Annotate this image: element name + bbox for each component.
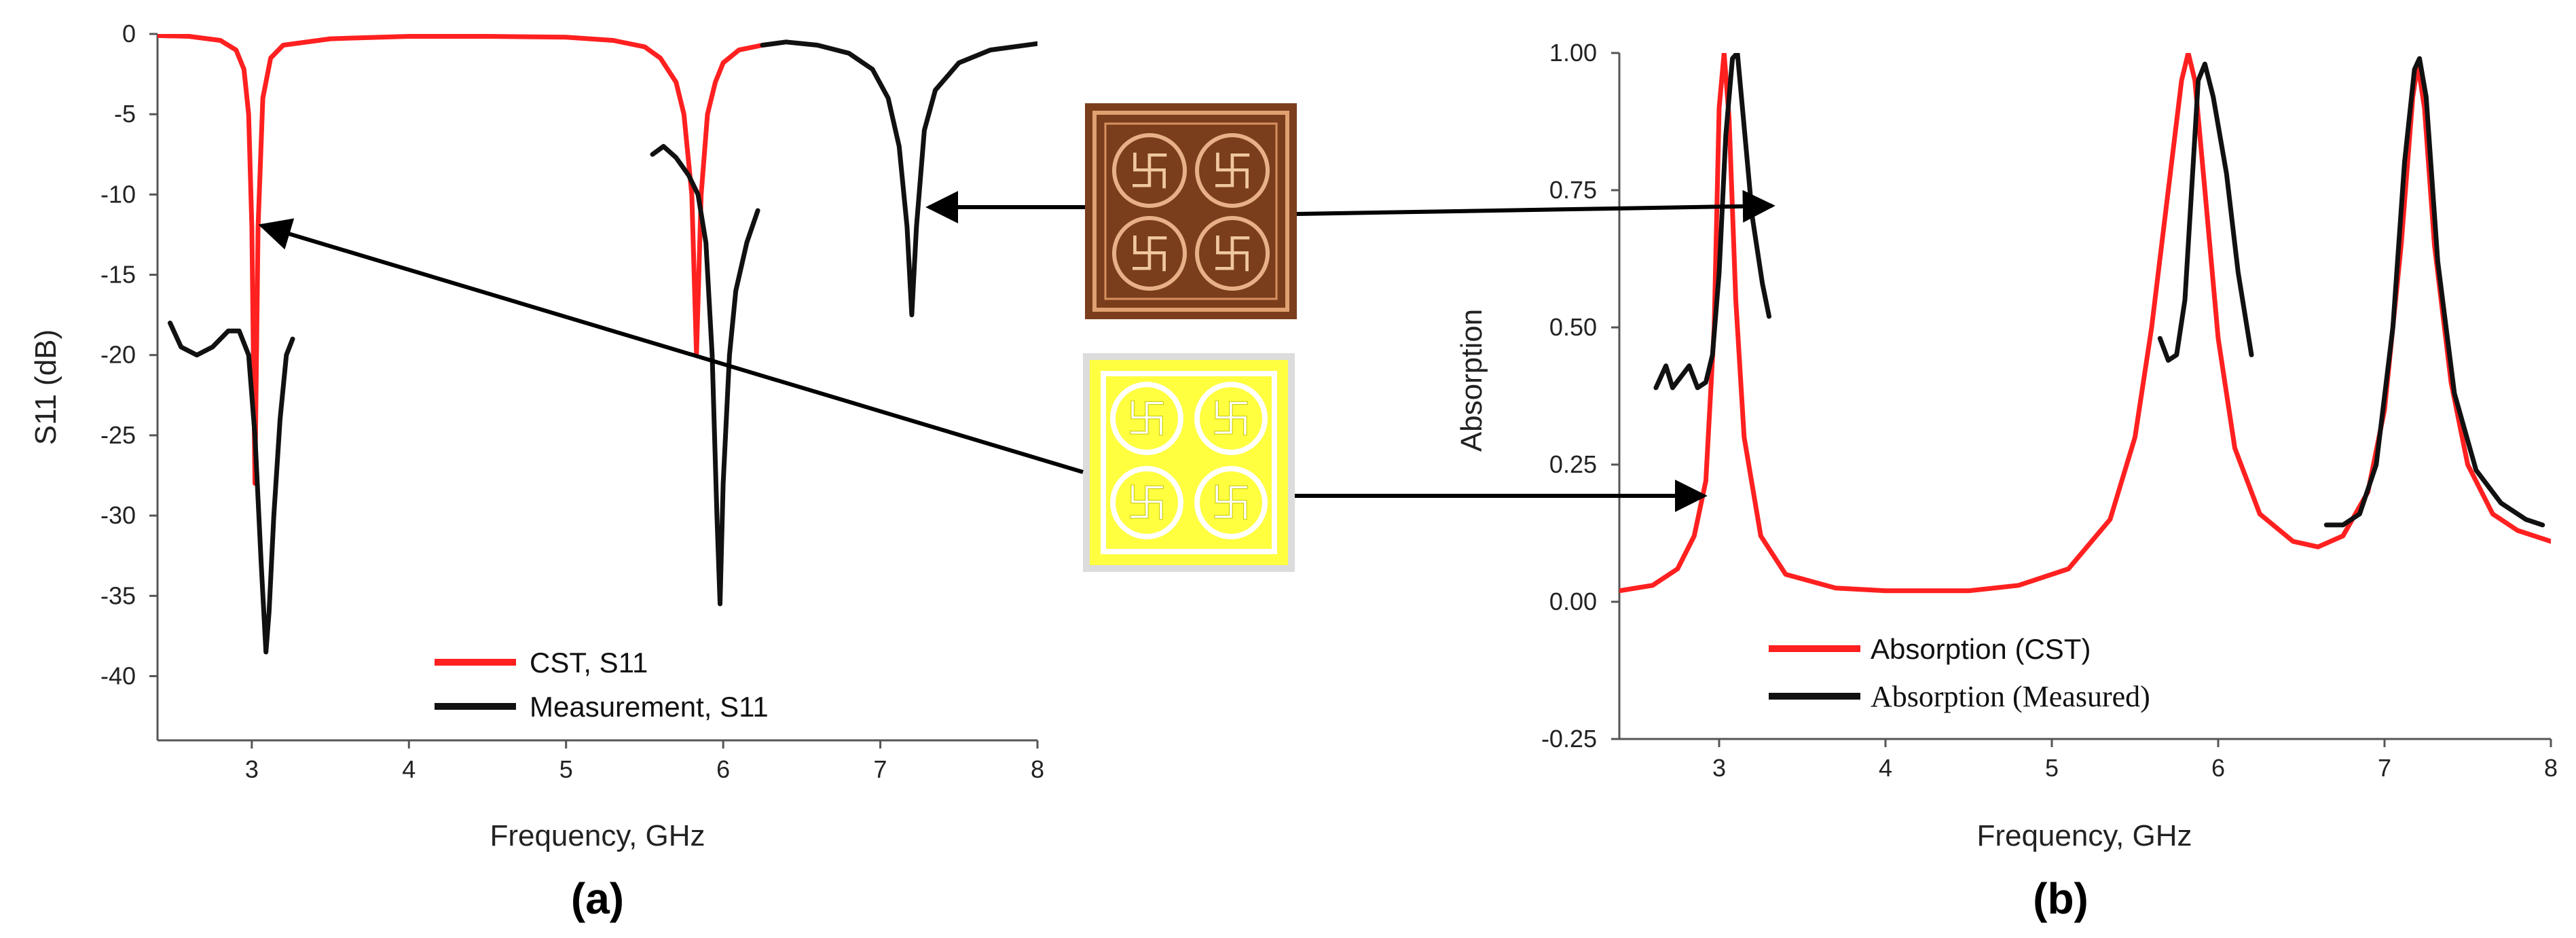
legend-label-absorption-cst: Absorption (CST): [1871, 633, 2091, 665]
s11-y-tick-label: -20: [100, 341, 136, 369]
svg-text:卐: 卐: [1126, 396, 1167, 444]
s11-series-cst-line: [158, 34, 765, 486]
svg-text:卐: 卐: [1126, 480, 1167, 528]
s11-y-tick-label: -5: [114, 100, 136, 128]
s11-x-tick-label: 7: [874, 755, 887, 783]
s11-x-tick-label: 5: [559, 755, 573, 783]
s11-y-tick-label: -35: [100, 581, 136, 609]
s11-x-tick-label: 8: [1031, 755, 1044, 783]
s11-x-tick-label: 6: [716, 755, 730, 783]
s11-y-tick-label: -40: [100, 662, 136, 689]
arrow-unitcell-to-s11-3ghz: [258, 218, 1084, 474]
fabricated-prototype-image: 卐 卐 卐 卐: [1085, 103, 1297, 319]
s11-y-tick-label: -10: [100, 180, 136, 208]
s11-y-tick-label: -15: [100, 261, 136, 289]
s11-series-measured-line: [168, 321, 295, 655]
s11-x-axis-label: Frequency, GHz: [490, 819, 705, 852]
svg-text:卐: 卐: [1128, 230, 1171, 279]
legend-label-measurement-s11: Measurement, S11: [530, 691, 769, 723]
absorption-x-tick-label: 6: [2211, 754, 2225, 782]
svg-text:卐: 卐: [1211, 396, 1251, 444]
absorption-y-tick-label: 0.25: [1549, 450, 1597, 478]
panel-b-label: (b): [2033, 874, 2089, 923]
s11-y-tick-label: 0: [122, 20, 136, 48]
absorption-x-tick-label: 4: [1879, 754, 1892, 782]
absorption-series-measured-line: [1653, 53, 1771, 391]
svg-text:卐: 卐: [1211, 480, 1251, 528]
svg-text:卐: 卐: [1128, 147, 1171, 196]
absorption-y-tick-label: 0.00: [1549, 588, 1597, 615]
absorption-y-tick-label: 0.50: [1549, 313, 1597, 341]
absorption-x-tick-label: 3: [1712, 754, 1726, 782]
s11-series-measured-line: [650, 144, 760, 607]
s11-series-measured-line: [760, 39, 1037, 318]
s11-x-tick-label: 4: [402, 755, 416, 783]
legend-label-cst-s11: CST, S11: [530, 647, 648, 679]
panel-a-label: (a): [571, 874, 624, 923]
absorption-y-tick-label: 1.00: [1549, 39, 1597, 67]
absorption-x-tick-label: 7: [2378, 754, 2391, 782]
annotation-arrows: [258, 190, 1775, 512]
s11-x-tick-label: 3: [245, 755, 259, 783]
s11-legend: CST, S11 Measurement, S11: [435, 647, 769, 723]
absorption-chart: 3 4 5 6 7 8 1.00 0.75 0.50 0.25 0.00 -0.25 Absorpti…: [1455, 39, 2558, 923]
simulated-unit-cell-image: 卐 卐 卐 卐: [1083, 353, 1295, 572]
s11-y-tick-label: -25: [100, 421, 136, 449]
absorption-x-tick-label: 5: [2045, 754, 2059, 782]
absorption-series-cst-line: [1619, 53, 2551, 594]
svg-text:卐: 卐: [1211, 230, 1253, 279]
absorption-series-measured-line: [2157, 61, 2254, 363]
arrow-prototype-to-absorption-3ghz: [1296, 190, 1775, 223]
absorption-x-tick-label: 8: [2544, 754, 2558, 782]
absorption-y-tick-label: -0.25: [1541, 725, 1597, 753]
svg-text:卐: 卐: [1211, 147, 1253, 196]
absorption-x-axis-label: Frequency, GHz: [1976, 819, 2192, 852]
s11-y-tick-label: -30: [100, 501, 136, 529]
legend-label-absorption-measured: Absorption (Measured): [1871, 680, 2150, 713]
absorption-legend: Absorption (CST) Absorption (Measured): [1769, 633, 2150, 713]
absorption-y-tick-label: 0.75: [1549, 176, 1597, 204]
absorption-series-measured-line: [2323, 56, 2545, 528]
s11-y-axis-label: S11 (dB): [29, 329, 62, 445]
absorption-y-axis-label: Absorption: [1455, 309, 1488, 452]
